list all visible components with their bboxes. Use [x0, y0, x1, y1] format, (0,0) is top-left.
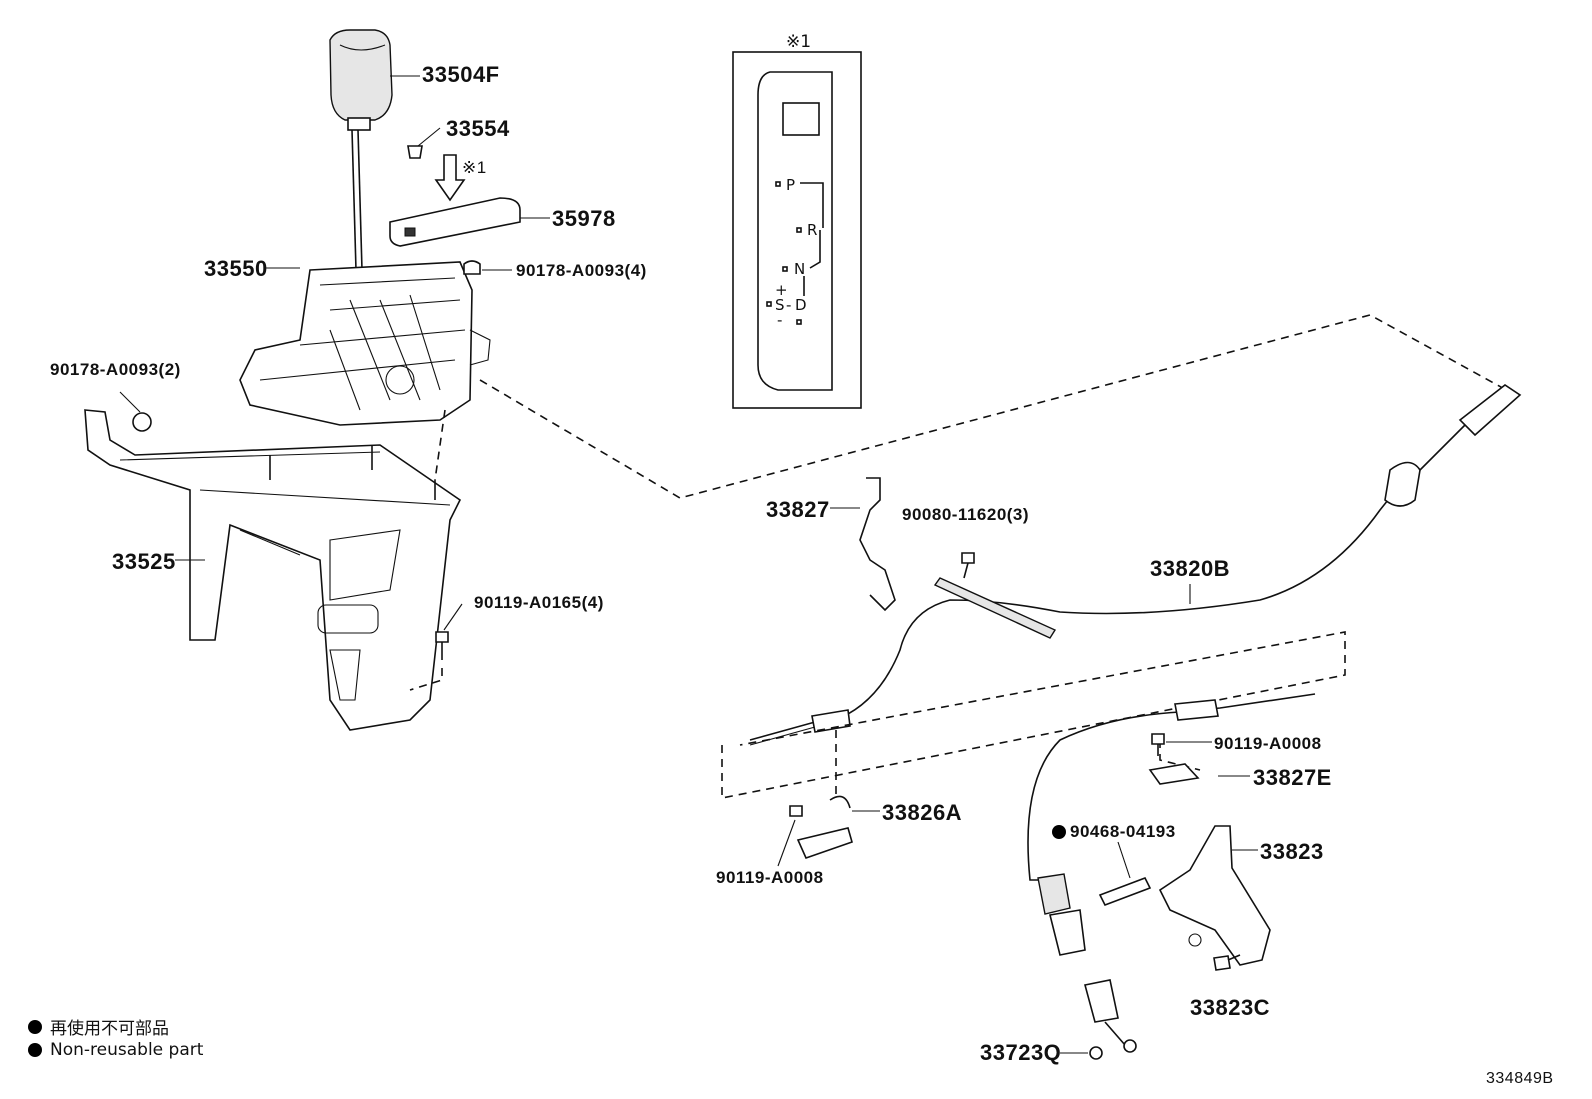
retainer-90468-drawing — [1098, 876, 1152, 907]
callout-90178-a0093-2: 90178-A0093(2) — [50, 360, 181, 379]
callout-90119-a0165-4: 90119-A0165(4) — [474, 593, 604, 612]
callout-33823: 33823 — [1260, 839, 1324, 864]
gate-r: R — [807, 221, 818, 239]
bracket-33823-drawing — [1158, 825, 1271, 966]
callout-35978: 35978 — [552, 206, 616, 231]
legend-jp-text: 再使用不可部品 — [50, 1019, 169, 1039]
gate-n: N — [794, 260, 806, 278]
inset-box-drawing — [732, 51, 862, 409]
legend-en-text: Non-reusable part — [50, 1040, 204, 1060]
legend-bullet-icon — [28, 1019, 42, 1034]
callout-33827e: 33827E — [1253, 765, 1332, 790]
clip-33554-drawing — [407, 145, 423, 159]
legend-en: Non-reusable part — [28, 1040, 203, 1060]
bolt-33823c-drawing — [1213, 954, 1241, 971]
nut-left-drawing — [132, 412, 152, 432]
shift-cable-drawing — [749, 384, 1522, 746]
gate-plus: + — [775, 281, 788, 299]
legend-jp: 再使用不可部品 — [28, 1014, 169, 1039]
shift-knob-drawing — [329, 29, 393, 271]
callout-33827: 33827 — [766, 497, 830, 522]
bolt-90119-a0008-right-drawing — [1151, 733, 1165, 756]
callout-ref-arrow: ※1 — [462, 158, 487, 177]
gate-dash: - — [786, 296, 792, 314]
nut-33723q-drawing — [1089, 1046, 1103, 1060]
legend-bullet-icon — [28, 1043, 42, 1057]
callout-90080-11620-3: 90080-11620(3) — [902, 505, 1030, 524]
bolt-90119-a0165-drawing — [435, 631, 449, 660]
gate-p: P — [786, 176, 796, 194]
callout-33826a: 33826A — [882, 800, 963, 825]
callout-33525: 33525 — [112, 549, 176, 574]
callout-90178-a0093-4: 90178-A0093(4) — [516, 261, 647, 280]
ref-arrow-drawing — [434, 154, 466, 202]
inset-title: ※1 — [786, 32, 812, 52]
shift-bracket-drawing — [84, 409, 462, 731]
bolt-90080-drawing — [961, 552, 975, 579]
non-reusable-marker-icon — [1052, 825, 1066, 839]
gate-d: D — [795, 296, 807, 314]
clip-33827e-drawing — [1148, 763, 1200, 785]
callout-33504f: 33504F — [422, 62, 500, 87]
bolt-90119-a0008-left-drawing — [789, 805, 803, 817]
callout-33550: 33550 — [204, 256, 268, 281]
gate-minus: - — [777, 311, 783, 329]
select-cable-drawing — [1027, 693, 1316, 1053]
callout-33820b: 33820B — [1150, 556, 1231, 581]
callout-90119-a0008-right: 90119-A0008 — [1214, 734, 1322, 753]
indicator-cover-drawing — [389, 197, 521, 247]
callout-90468-04193: 90468-04193 — [1052, 822, 1176, 842]
clip-33826a-drawing — [796, 795, 853, 859]
callout-33723q: 33723Q — [980, 1040, 1062, 1065]
gate-s: S — [775, 296, 785, 314]
callout-33823c: 33823C — [1190, 995, 1271, 1020]
callout-90119-a0008-left: 90119-A0008 — [716, 868, 824, 887]
clip-33827-drawing — [859, 477, 896, 612]
callout-33554: 33554 — [446, 116, 510, 141]
illustration-number: 334849B — [1486, 1070, 1554, 1087]
callout-90468-04193-text: 90468-04193 — [1070, 822, 1176, 841]
nut-top-drawing — [463, 260, 481, 275]
shift-lever-housing-drawing — [239, 261, 491, 426]
